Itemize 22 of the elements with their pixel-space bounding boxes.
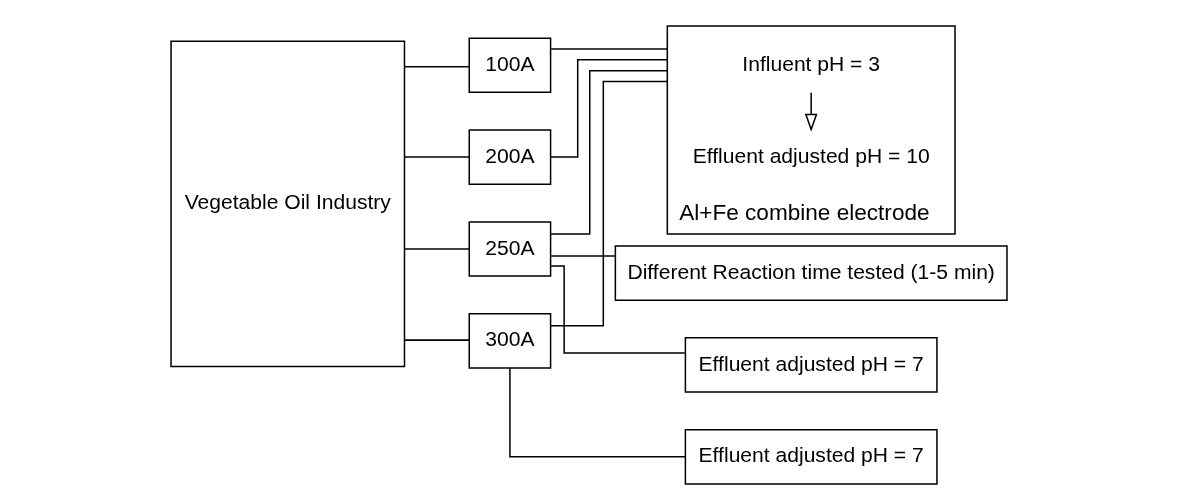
node-box: 300A xyxy=(468,313,551,369)
connector xyxy=(549,265,686,354)
connector xyxy=(549,59,668,158)
node-text: Effluent adjusted pH = 10 xyxy=(692,143,930,167)
node-box: 200A xyxy=(468,129,551,185)
connector xyxy=(549,80,668,327)
connector xyxy=(549,255,616,257)
connector xyxy=(403,248,470,250)
node-box: 250A xyxy=(468,221,551,277)
node-box: Effluent adjusted pH = 7 xyxy=(684,337,938,393)
connector xyxy=(549,69,668,235)
arrow xyxy=(804,92,817,132)
node-box: Effluent adjusted pH = 7 xyxy=(684,429,938,485)
node-box: Vegetable Oil Industry xyxy=(169,40,405,368)
node-text: Influent pH = 3 xyxy=(741,51,880,75)
node-box: 100A xyxy=(468,37,551,94)
connector xyxy=(403,66,470,68)
connector xyxy=(403,339,470,341)
connector xyxy=(403,156,470,158)
connector xyxy=(508,367,686,458)
node-box: Different Reaction time tested (1-5 min) xyxy=(614,245,1008,301)
connector xyxy=(549,48,668,50)
